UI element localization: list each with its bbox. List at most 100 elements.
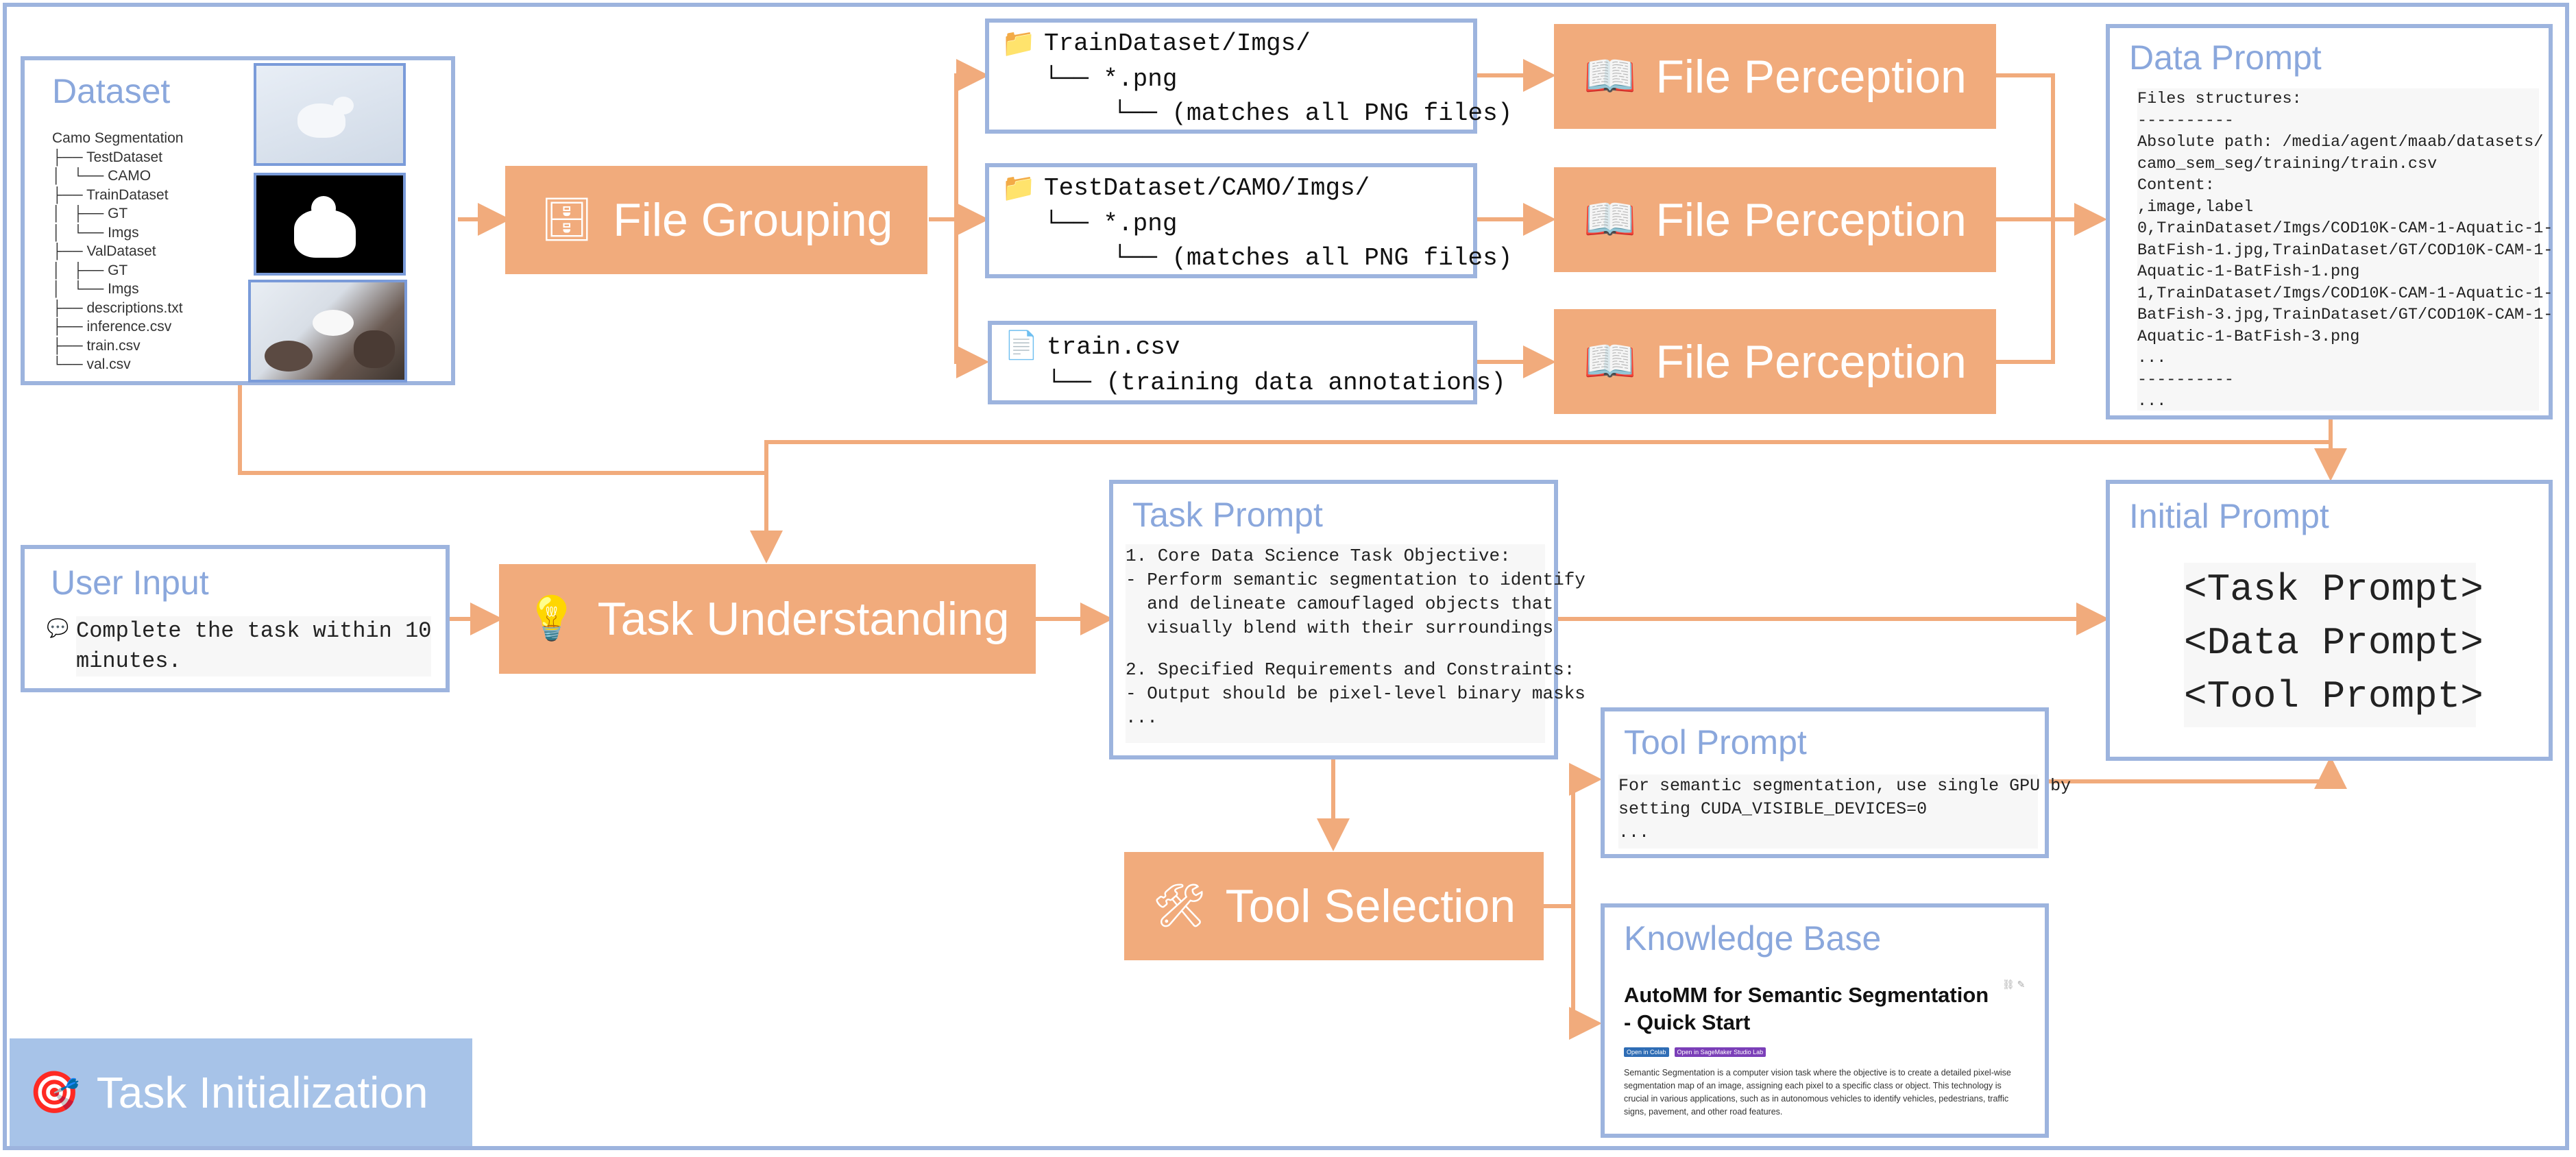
light-bulb-icon: 💡	[525, 595, 579, 642]
tree-entry: ├── TestDataset	[52, 149, 162, 165]
kb-body-line: crucial in various applications, such as…	[1624, 1094, 2009, 1104]
data-prompt-line: ----------	[2137, 111, 2235, 130]
task-prompt-line: - Output should be pixel-level binary ma…	[1126, 683, 1585, 704]
group-pattern: └── *.png	[1044, 65, 1178, 93]
tree-entry: ├── inference.csv	[52, 319, 172, 334]
kb-body: Semantic Segmentation is a computer visi…	[1624, 1067, 2035, 1119]
tree-entry: │ └── Imgs	[52, 224, 139, 241]
target-icon: 🎯	[29, 1069, 80, 1115]
task-prompt-line: visually blend with their surroundings	[1126, 618, 1554, 638]
kb-body-line: segmentation map of an image, assigning …	[1624, 1081, 2002, 1091]
open-book-icon: 📖	[1583, 337, 1637, 385]
open-book-icon: 📖	[1583, 195, 1637, 243]
tree-entry: ├── TrainDataset	[52, 186, 169, 203]
data-prompt-line: Aquatic-1-BatFish-1.png	[2137, 263, 2360, 281]
tool-prompt-line: setting CUDA_VISIBLE_DEVICES=0	[1618, 799, 1928, 819]
tool-prompt-line: For semantic segmentation, use single GP…	[1618, 776, 2071, 796]
data-prompt-line: Files structures:	[2137, 90, 2302, 108]
tool-prompt-title: Tool Prompt	[1624, 723, 1807, 762]
arctic-fox-image	[254, 63, 406, 166]
data-prompt-title: Data Prompt	[2129, 38, 2322, 77]
task-prompt-line	[1126, 640, 1545, 658]
kb-body-line: signs, pavement, and other road features…	[1624, 1107, 1783, 1117]
data-prompt-line: camo_sem_seg/training/train.csv	[2137, 154, 2438, 173]
open-in-colab-badge[interactable]: Open in Colab	[1624, 1047, 1669, 1057]
tool-selection-label: Tool Selection	[1225, 880, 1516, 932]
group-box-train-csv: 📄 train.csv └── (training data annotatio…	[988, 321, 1506, 404]
kb-heading: AutoMM for Semantic Segmentation - Quick…	[1624, 983, 1989, 1034]
task-prompt-line: - Perform semantic segmentation to ident…	[1126, 570, 1585, 590]
data-prompt-line: ...	[2137, 392, 2167, 411]
file-perception-label: File Perception	[1655, 50, 1967, 103]
knowledge-base-box: Knowledge Base AutoMM for Semantic Segme…	[1601, 903, 2049, 1138]
tree-entry: │ └── Imgs	[52, 281, 139, 297]
arrow-to-group-1	[954, 59, 989, 219]
dataset-file-tree: Camo Segmentation├── TestDataset│ └── CA…	[52, 129, 183, 374]
task-prompt-title: Task Prompt	[1132, 496, 1323, 534]
data-prompt-line: BatFish-1.jpg,TrainDataset/GT/COD10K-CAM…	[2137, 241, 2553, 260]
folder-icon: 📁	[1001, 175, 1036, 206]
task-prompt-line: and delineate camouflaged objects that	[1126, 594, 1554, 614]
group-path: train.csv	[1047, 333, 1180, 361]
data-prompt-content: Files structures: ---------- Absolute path…	[2137, 88, 2553, 411]
arrow-to-knowledge-base	[1569, 906, 1602, 1040]
tree-entry: │ ├── GT	[52, 206, 128, 221]
file-perception-label: File Perception	[1655, 335, 1967, 388]
task-prompt-content: 1. Core Data Science Task Objective: - Pe…	[1126, 544, 1585, 743]
task-prompt-line: 1. Core Data Science Task Objective:	[1126, 546, 1511, 566]
file-perception-node: 📖 File Perception	[1554, 24, 1996, 129]
tool-selection-node: 🛠 Tool Selection	[1124, 852, 1544, 960]
dataset-title: Dataset	[52, 72, 171, 110]
file-perception-node: 📖 File Perception	[1554, 309, 1996, 414]
arrow-to-group-3	[954, 219, 989, 378]
task-prompt-line: ...	[1126, 707, 1158, 728]
knowledge-base-title: Knowledge Base	[1624, 919, 1882, 958]
file-perception-node: 📖 File Perception	[1554, 167, 1996, 272]
data-prompt-line: ...	[2137, 349, 2167, 367]
file-grouping-node: 🗄 File Grouping	[505, 166, 927, 274]
tree-entry: ├── ValDataset	[52, 243, 156, 259]
task-understanding-label: Task Understanding	[597, 593, 1010, 645]
initial-prompt-line: <Tool Prompt>	[2184, 674, 2483, 718]
tree-entry: │ ├── GT	[52, 262, 128, 278]
hammer-wrench-icon: 🛠	[1152, 882, 1206, 929]
task-initialization-label-box: 🎯 Task Initialization	[10, 1038, 472, 1146]
data-prompt-line: Aquatic-1-BatFish-3.png	[2137, 327, 2360, 346]
group-path: TestDataset/CAMO/Imgs/	[1044, 174, 1370, 202]
group-note: └── (training data annotations)	[1047, 369, 1506, 397]
group-box-train-imgs: 📁 TrainDataset/Imgs/ └── *.png └── (matc…	[985, 19, 1512, 134]
data-prompt-box: Data Prompt Files structures: ---------- A…	[2106, 24, 2553, 419]
tool-prompt-line: ...	[1618, 823, 1650, 842]
data-prompt-line: Content:	[2137, 176, 2215, 195]
initial-prompt-line: <Data Prompt>	[2184, 621, 2483, 665]
data-prompt-line: ,image,label	[2137, 197, 2254, 217]
user-input-box: User Input 💬 Complete the task within 10…	[21, 545, 450, 692]
tool-prompt-content: For semantic segmentation, use single GP…	[1618, 775, 2071, 849]
task-understanding-node: 💡 Task Understanding	[499, 564, 1036, 674]
snow-rocks-image	[248, 280, 407, 382]
initial-prompt-content: <Task Prompt> <Data Prompt> <Tool Prompt>	[2184, 563, 2483, 727]
dataset-box: Dataset Camo Segmentation ├── TestDataset…	[21, 56, 455, 385]
initial-prompt-box: Initial Prompt <Task Prompt><Data Prompt…	[2106, 480, 2553, 761]
arrow-tool-prompt-to-initial	[2048, 756, 2347, 789]
kb-link-icons: ⛓ ✎	[2002, 979, 2026, 990]
user-input-title: User Input	[51, 563, 209, 602]
initial-prompt-line: <Task Prompt>	[2184, 568, 2483, 611]
task-initialization-label: Task Initialization	[96, 1067, 428, 1117]
group-box-test-camo: 📁 TestDataset/CAMO/Imgs/ └── *.png └── (…	[985, 163, 1512, 278]
tree-entry: ├── descriptions.txt	[52, 300, 183, 316]
file-cabinet-icon: 🗄	[539, 196, 594, 243]
group-note: └── (matches all PNG files)	[1113, 244, 1513, 272]
open-in-studio-lab-badge[interactable]: Open in SageMaker Studio Lab	[1674, 1047, 1766, 1057]
open-book-icon: 📖	[1583, 52, 1637, 100]
data-prompt-line: Absolute path: /media/agent/maab/dataset…	[2137, 133, 2544, 151]
tree-entry: Camo Segmentation	[52, 130, 184, 146]
data-prompt-line: BatFish-3.jpg,TrainDataset/GT/COD10K-CAM…	[2137, 306, 2553, 324]
kb-badges: Open in Colab Open in SageMaker Studio L…	[1624, 1047, 1766, 1057]
data-prompt-line: 0,TrainDataset/Imgs/COD10K-CAM-1-Aquatic…	[2137, 219, 2553, 238]
group-note: └── (matches all PNG files)	[1113, 99, 1513, 127]
group-pattern: └── *.png	[1044, 210, 1178, 238]
tree-entry: └── val.csv	[52, 356, 131, 372]
group-path: TrainDataset/Imgs/	[1044, 29, 1311, 58]
